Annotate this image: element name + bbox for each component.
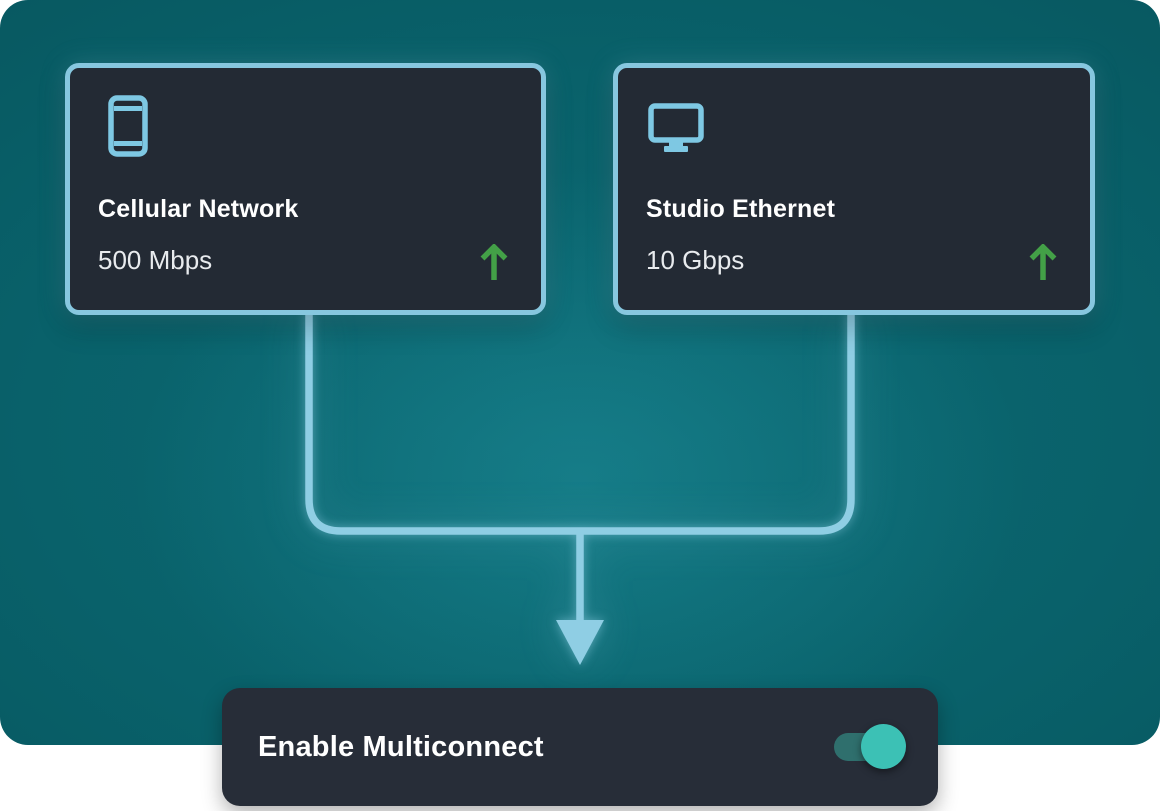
node-title: Cellular Network (98, 195, 299, 223)
node-speed: 10 Gbps (646, 245, 745, 275)
toggle-knob (861, 724, 906, 769)
footer-bar: Enable Multiconnect (222, 688, 938, 806)
node-title: Studio Ethernet (646, 195, 836, 223)
node-card-ethernet: Studio Ethernet 10 Gbps (613, 63, 1095, 315)
node-speed: 500 Mbps (98, 245, 213, 275)
merge-arrow-icon (556, 620, 604, 665)
multiconnect-toggle[interactable] (834, 724, 908, 770)
uplink-up-icon (480, 244, 508, 280)
app-canvas: Cellular Network 500 Mbps Studio Etherne… (0, 0, 1160, 745)
node-card-cellular: Cellular Network 500 Mbps (65, 63, 546, 315)
smartphone-icon (108, 95, 148, 157)
merge-connector-line (305, 313, 855, 535)
footer-label: Enable Multiconnect (258, 730, 544, 763)
connector-diagram (305, 313, 855, 665)
monitor-icon (648, 103, 704, 152)
uplink-up-icon (1029, 244, 1057, 280)
